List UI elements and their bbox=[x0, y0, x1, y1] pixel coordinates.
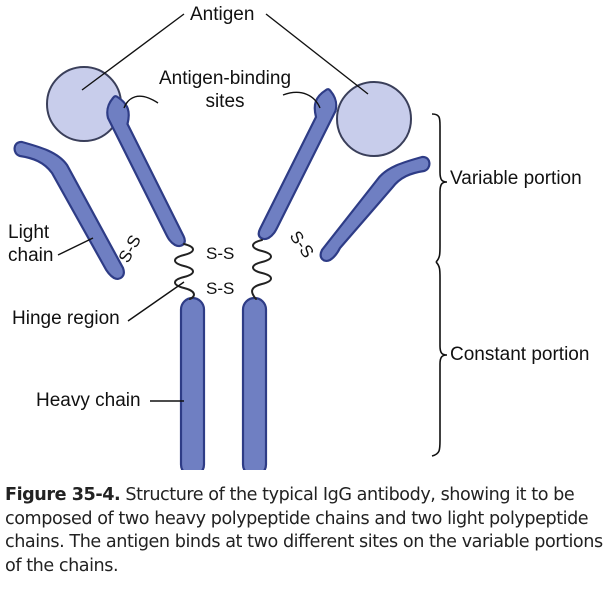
antigen-binding-sites-label-line2: sites bbox=[205, 91, 244, 112]
antigen-binding-sites-label-line1: Antigen-binding bbox=[159, 68, 291, 89]
constant-portion-label: Constant portion bbox=[450, 344, 589, 365]
igg-antibody-diagram: S-S S-S S-S S-S Antigen Antigen-binding … bbox=[8, 4, 589, 470]
hinge-squiggle-right bbox=[251, 239, 272, 300]
light-chain-right bbox=[319, 155, 431, 262]
disulfide-label-right: S-S bbox=[286, 227, 318, 261]
light-chain-left bbox=[13, 140, 125, 280]
heavy-chain-label: Heavy chain bbox=[36, 390, 141, 411]
heavy-chain-arm-left bbox=[106, 95, 186, 248]
light-chain-label-line1: Light bbox=[8, 222, 50, 243]
light-chain-label-line2: chain bbox=[8, 245, 53, 266]
variable-portion-label: Variable portion bbox=[450, 168, 582, 189]
constant-portion-brace bbox=[431, 261, 448, 457]
antigen-label: Antigen bbox=[190, 4, 254, 25]
hinge-squiggle-left bbox=[174, 243, 195, 300]
heavy-chain-stem-right bbox=[241, 296, 268, 470]
heavy-chain-stem-left bbox=[179, 296, 206, 470]
heavy-chain-arm-right bbox=[257, 88, 338, 241]
antigen-right bbox=[336, 81, 412, 157]
disulfide-label-hinge-upper: S-S bbox=[206, 244, 234, 263]
figure-caption: Figure 35-4. Structure of the typical Ig… bbox=[5, 484, 607, 578]
figure-number: Figure 35-4. bbox=[5, 485, 121, 505]
caption-text: Structure of the typical IgG antibody, s… bbox=[5, 485, 603, 576]
hinge-region-label: Hinge region bbox=[12, 308, 120, 329]
variable-portion-brace bbox=[431, 113, 448, 263]
disulfide-label-hinge-lower: S-S bbox=[206, 279, 234, 298]
